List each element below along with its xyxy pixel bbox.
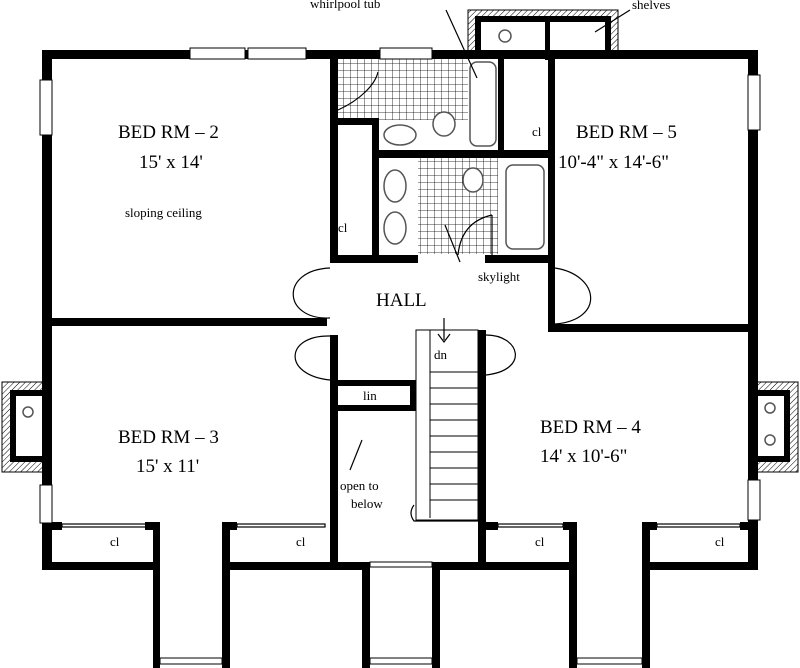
bed-rm-2-note: sloping ceiling [125,205,202,220]
bed-rm-4-size: 14' x 10'-6" [540,446,627,467]
windows [39,47,761,524]
shelves-box [467,9,619,60]
bed-rm-3-size: 15' x 11' [136,456,199,477]
stair-down-label: dn [434,347,448,362]
closet-label: cl [338,220,348,235]
closet-label: cl [715,534,725,549]
bed-rm-5-name: BED RM – 5 [576,122,677,143]
shelves-label: shelves [632,0,670,12]
hall-label: HALL [376,290,427,311]
chimney-right [755,381,799,473]
bed-rm-2-size: 15' x 14' [139,152,203,173]
closet-label: cl [110,534,120,549]
interior-walls [52,58,750,565]
closet-label: cl [296,534,306,549]
linen-closet-label: lin [363,388,377,403]
chimney-left [1,381,45,473]
leader-lines [349,9,631,471]
bath-fixtures [337,61,545,256]
hall-door-swings [292,267,592,381]
open-to-below-label-2: below [351,496,383,511]
bath-1-floor [338,58,468,120]
skylight-label: skylight [478,269,520,284]
stair [410,318,479,522]
bath-2-floor [418,158,498,254]
bed-rm-4-name: BED RM – 4 [540,417,641,438]
bed-rm-2-name: BED RM – 2 [118,122,219,143]
bed-rm-3-name: BED RM – 3 [118,427,219,448]
bed-rm-5-size: 10'-4" x 14'-6" [558,152,669,173]
whirlpool-tub-label: whirlpool tub [310,0,380,11]
open-to-below-label-1: open to [340,478,379,493]
closet-label: cl [535,534,545,549]
closet-label: cl [532,124,542,139]
